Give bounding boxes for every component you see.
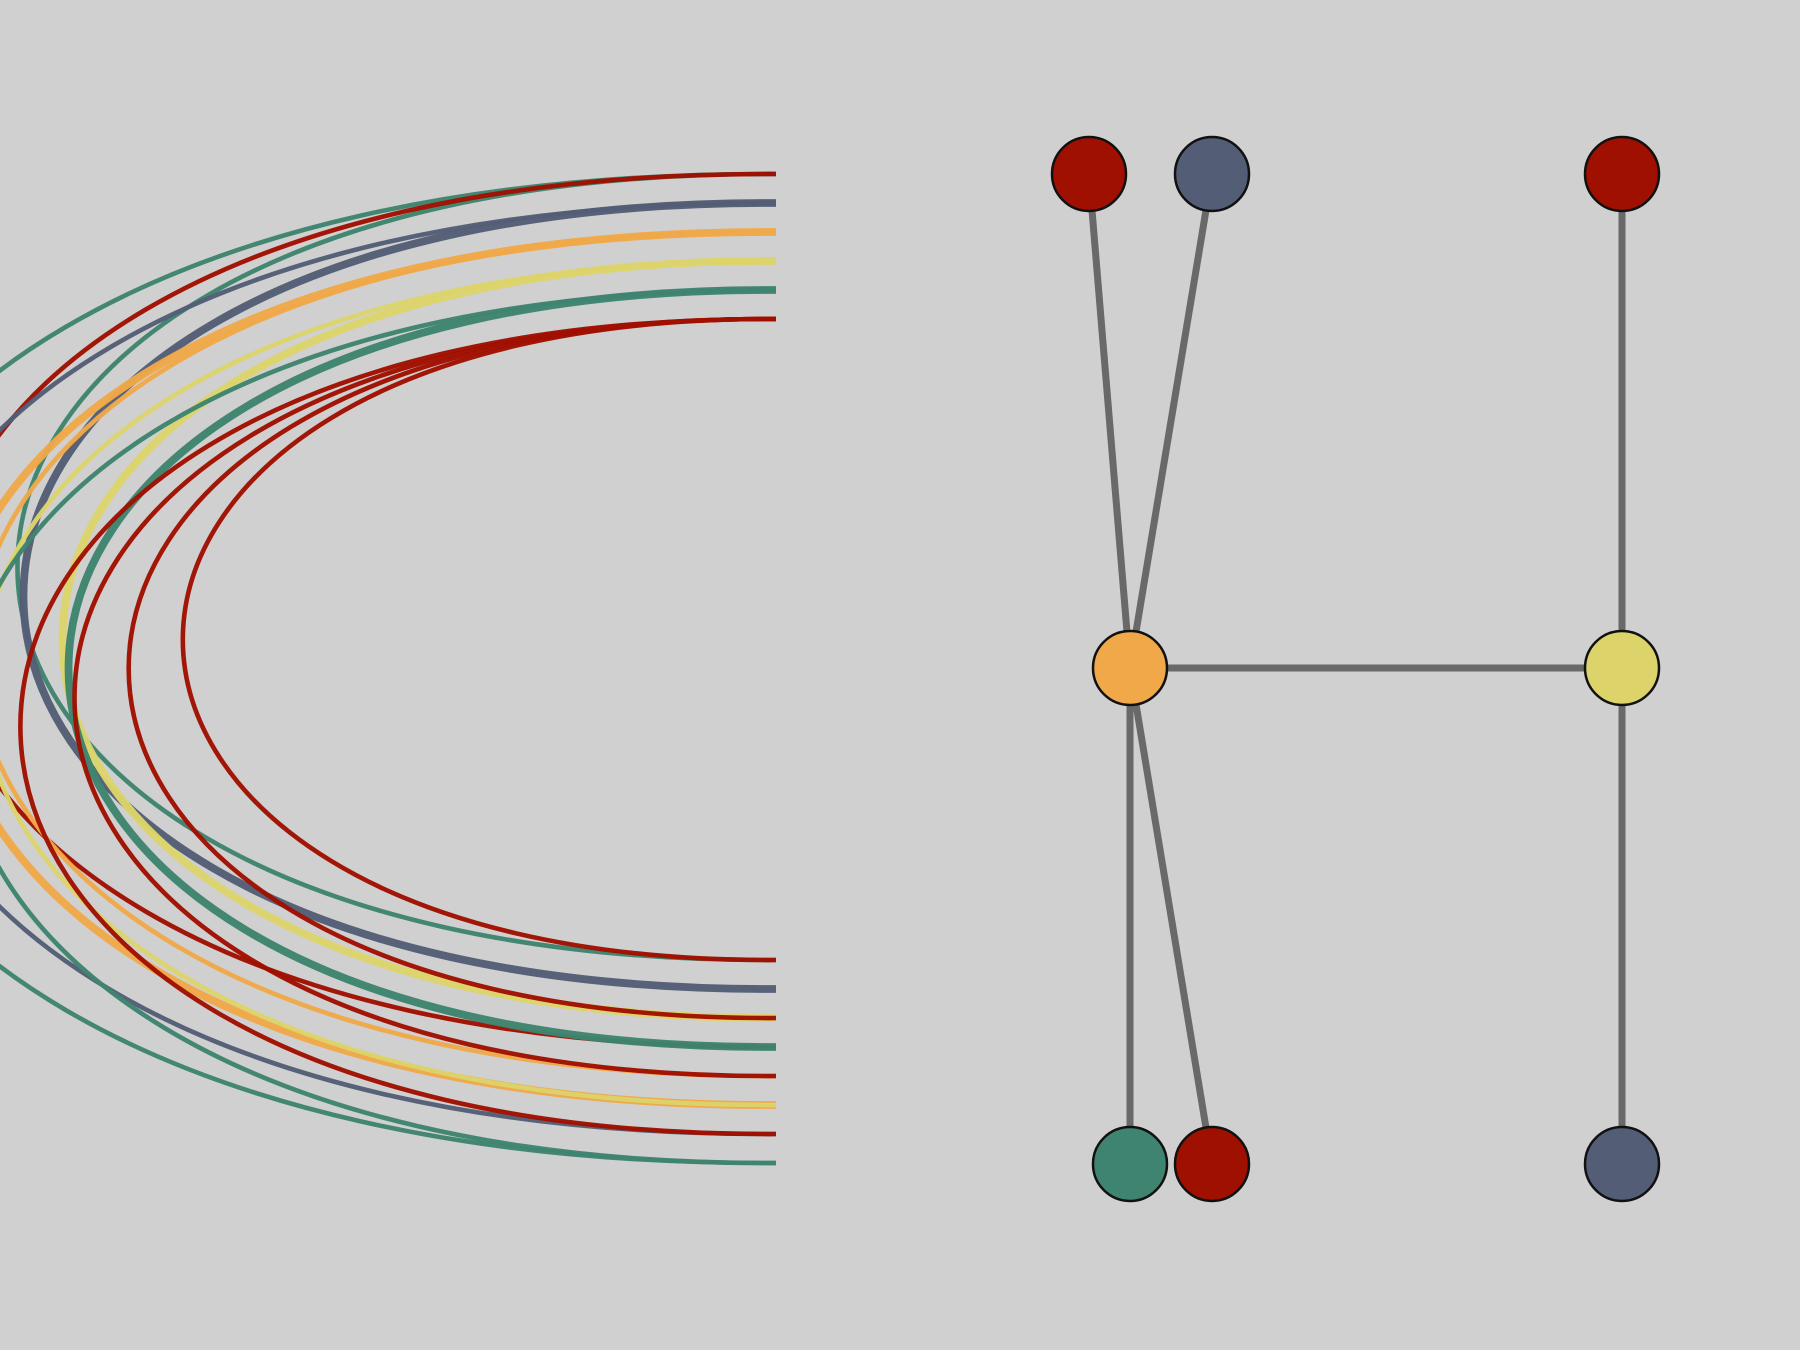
edge-top-middle-to-center-left [1126, 173, 1216, 669]
ribbon-yellow-7 [58, 257, 777, 1022]
ribbon-slate-4 [0, 200, 777, 1137]
ribbon-diagram [0, 171, 777, 1166]
ribbon-red-12 [126, 316, 777, 1021]
ribbon-teal-1 [0, 171, 777, 1166]
node-bottom-middle [1173, 1125, 1251, 1203]
node-top-middle [1173, 135, 1251, 213]
ribbon-teal-0 [15, 171, 777, 963]
ribbon-orange-6 [0, 229, 777, 1079]
node-bottom-right [1583, 1125, 1661, 1203]
ribbon-red-2 [0, 171, 777, 1050]
ribbon-teal-9 [64, 286, 777, 1051]
node-center-right [1583, 629, 1661, 707]
ribbon-slate-3 [19, 199, 777, 993]
node-top-right [1583, 135, 1661, 213]
ribbon-red-14 [18, 316, 777, 1137]
edge-top-left-to-center-left [1085, 173, 1134, 669]
ribbon-yellow-8 [0, 258, 777, 1108]
ribbon-teal-10 [0, 287, 777, 1166]
node-center-left [1091, 629, 1169, 707]
ribbon-red-11 [180, 316, 777, 963]
node-bottom-left [1091, 1125, 1169, 1203]
ribbon-red-13 [72, 316, 777, 1079]
node-top-left [1050, 135, 1128, 213]
graph-edges [1085, 173, 1626, 1165]
edge-center-left-to-bottom-middle [1126, 667, 1216, 1165]
graph-nodes [1050, 135, 1661, 1203]
